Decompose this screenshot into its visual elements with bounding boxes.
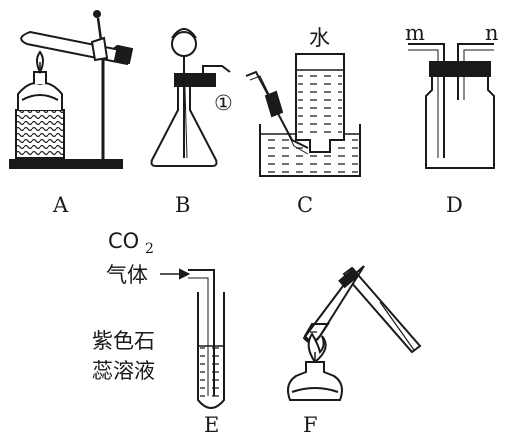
label-f: F	[303, 413, 318, 437]
apparatus-a	[9, 10, 134, 169]
label-d: D	[446, 193, 463, 217]
label-co2-subscript: 2	[145, 241, 154, 257]
label-m: m	[405, 21, 425, 45]
label-litmus-line2: 蕊溶液	[92, 359, 155, 383]
apparatus-e	[160, 268, 225, 409]
apparatus-c	[245, 53, 361, 177]
label-a: A	[52, 193, 69, 217]
label-circle-one: ①	[214, 91, 233, 115]
label-litmus-line1: 紫色石	[92, 329, 155, 353]
label-b: B	[175, 193, 190, 217]
apparatus-b	[150, 28, 231, 167]
apparatus-d	[408, 43, 495, 169]
label-co2: CO	[108, 229, 139, 253]
apparatus-f	[287, 265, 422, 401]
label-water: 水	[309, 26, 330, 50]
label-e: E	[204, 413, 219, 437]
label-gas: 气体	[106, 263, 148, 287]
label-n: n	[485, 21, 499, 45]
label-c: C	[297, 193, 313, 217]
